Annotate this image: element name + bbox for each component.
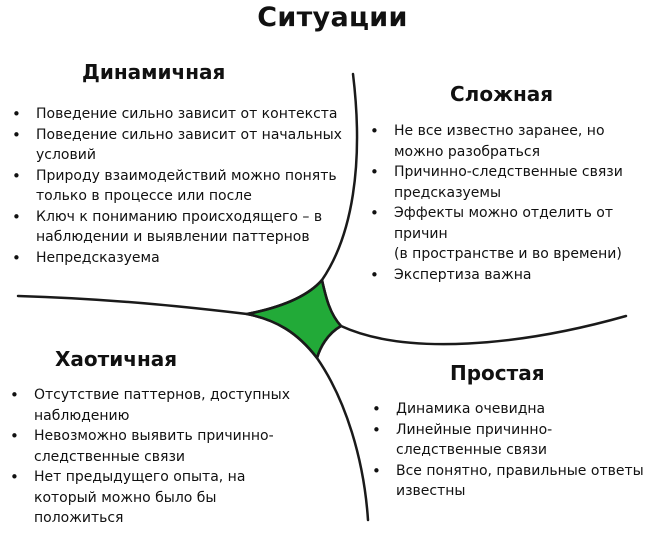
list-item: Поведение сильно зависит от начальных ус… [12, 125, 347, 166]
list-chaotic: Отсутствие паттернов, доступных наблюден… [10, 385, 310, 529]
list-item: Линейные причинно- следственные связи [372, 420, 657, 461]
heading-simple: Простая [450, 361, 545, 385]
boundary-line-connector [315, 324, 343, 360]
page-title: Ситуации [257, 2, 408, 33]
list-item: Поведение сильно зависит от контекста [12, 104, 347, 125]
boundary-line-top-left [16, 72, 359, 316]
list-item: Все понятно, правильные ответы известны [372, 461, 657, 502]
list-item: Экспертиза важна [370, 265, 665, 286]
list-item: Невозможно выявить причинно- следственны… [10, 426, 310, 467]
list-item: Не все известно заранее, но можно разобр… [370, 121, 665, 162]
list-dynamic: Поведение сильно зависит от контекста По… [12, 104, 347, 268]
list-item: Непредсказуема [12, 248, 347, 269]
list-item: Природу взаимодействий можно понять толь… [12, 166, 347, 207]
boundary-line-bottom [245, 312, 370, 522]
heading-dynamic: Динамичная [82, 60, 226, 84]
list-simple: Динамика очевидна Линейные причинно- сле… [372, 399, 657, 502]
list-item: Причинно-следственные связи предсказуемы [370, 162, 665, 203]
boundary-line-right [320, 278, 628, 346]
list-item: Отсутствие паттернов, доступных наблюден… [10, 385, 310, 426]
list-item: Ключ к пониманию происходящего – в наблю… [12, 207, 347, 248]
heading-chaotic: Хаотичная [55, 347, 178, 371]
heading-complex: Сложная [450, 82, 554, 106]
center-region [245, 278, 343, 360]
list-item: Эффекты можно отделить от причин (в прос… [370, 203, 665, 265]
list-item: Динамика очевидна [372, 399, 657, 420]
list-complex: Не все известно заранее, но можно разобр… [370, 121, 665, 285]
list-item: Нет предыдущего опыта, на который можно … [10, 467, 310, 529]
